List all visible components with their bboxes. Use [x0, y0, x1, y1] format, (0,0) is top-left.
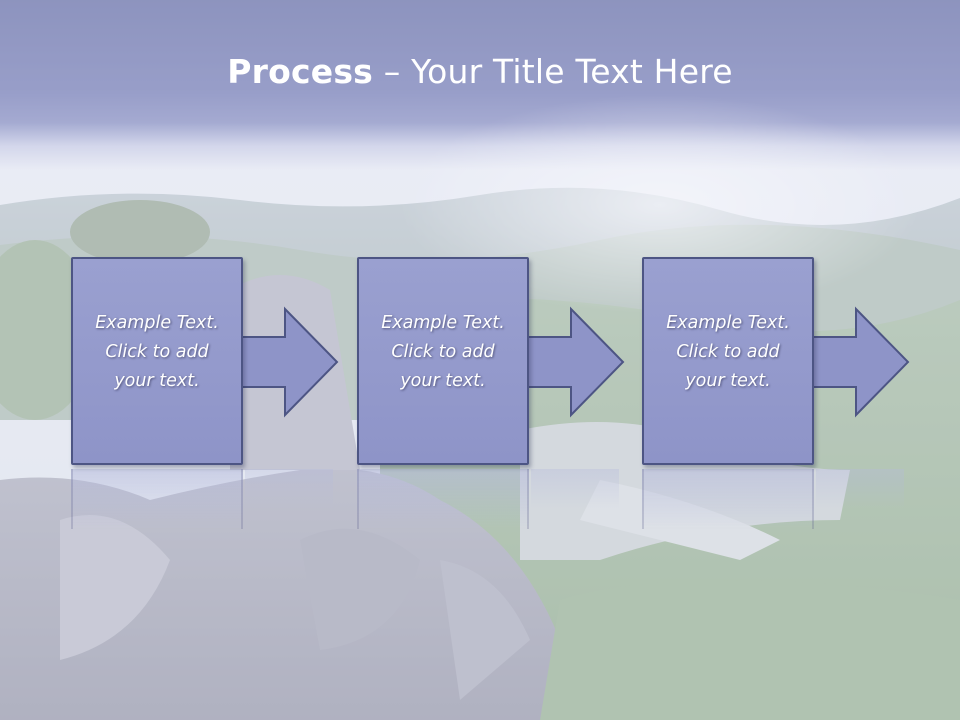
box-reflection	[357, 469, 529, 529]
process-step-3[interactable]: Example Text. Click to add your text.	[642, 257, 932, 529]
box-reflection	[642, 469, 814, 529]
arrow-reflection	[816, 469, 904, 509]
right-arrow-icon	[811, 306, 910, 418]
slide-title[interactable]: Process – Your Title Text Here	[0, 52, 960, 91]
step-text[interactable]: Example Text. Click to add your text.	[381, 312, 505, 391]
step-box[interactable]: Example Text. Click to add your text.	[71, 257, 243, 465]
step-text[interactable]: Example Text. Click to add your text.	[666, 312, 790, 391]
arrow-reflection	[245, 469, 333, 509]
step-box[interactable]: Example Text. Click to add your text.	[642, 257, 814, 465]
step-box[interactable]: Example Text. Click to add your text.	[357, 257, 529, 465]
arrow-reflection	[531, 469, 619, 509]
right-arrow-icon	[240, 306, 339, 418]
right-arrow-icon	[526, 306, 625, 418]
title-bold-part: Process	[227, 52, 374, 91]
process-step-2[interactable]: Example Text. Click to add your text.	[357, 257, 647, 529]
process-step-1[interactable]: Example Text. Click to add your text.	[71, 257, 361, 529]
step-text[interactable]: Example Text. Click to add your text.	[95, 312, 219, 391]
title-rest-part: – Your Title Text Here	[373, 52, 733, 91]
box-reflection	[71, 469, 243, 529]
